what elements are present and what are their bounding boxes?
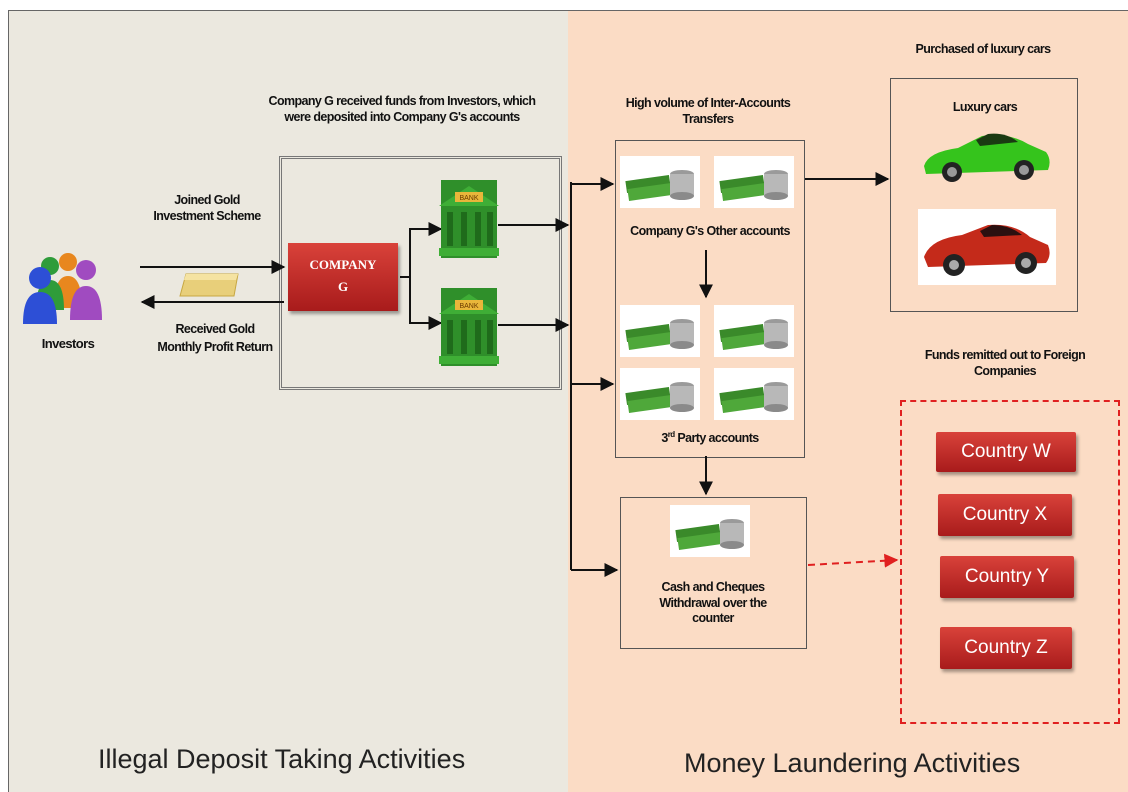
illegal-deposit-panel bbox=[8, 10, 569, 792]
country-x-box: Country X bbox=[938, 494, 1072, 536]
money-stack-icon bbox=[620, 156, 700, 208]
third-party-prefix: 3 bbox=[661, 431, 668, 446]
third-party-suffix: Party accounts bbox=[674, 431, 759, 446]
received-gold-label: Received Gold bbox=[175, 322, 255, 336]
luxury-cars-box bbox=[890, 78, 1078, 312]
country-w-box: Country W bbox=[936, 432, 1076, 472]
third-party-sup: rd bbox=[667, 430, 675, 439]
money-stack-icon bbox=[670, 505, 750, 557]
money-stack-icon bbox=[714, 368, 794, 420]
bank-building-icon: BANK bbox=[439, 288, 499, 366]
money-stack-icon bbox=[620, 305, 700, 357]
high-volume-label: High volume of Inter-Accounts Transfers bbox=[625, 96, 791, 126]
funds-remitted-label: Funds remitted out to Foreign Companies bbox=[924, 348, 1086, 378]
money-stack-icon bbox=[714, 156, 794, 208]
cash-cheques-box bbox=[620, 497, 807, 649]
company-g-note: Company G received funds from Investors,… bbox=[268, 94, 537, 124]
company-line1: COMPANY bbox=[309, 257, 377, 272]
arrow-company-to-bank-2 bbox=[409, 277, 443, 330]
third-party-label: 3rd Party accounts bbox=[620, 430, 800, 447]
investors-people-icon bbox=[23, 253, 102, 324]
company-g-box: COMPANY G bbox=[288, 243, 398, 311]
company-line2: G bbox=[337, 279, 349, 294]
monthly-profit-label: Monthly Profit Return bbox=[157, 340, 273, 354]
country-y-box: Country Y bbox=[940, 556, 1074, 598]
cash-cheques-label: Cash and Cheques Withdrawal over the cou… bbox=[659, 580, 767, 626]
inter-accounts-box bbox=[615, 140, 805, 458]
foreign-companies-box bbox=[900, 400, 1120, 724]
other-accounts-label: Company G's Other accounts bbox=[630, 224, 790, 238]
investors-label: Investors bbox=[41, 336, 95, 351]
svg-text:BANK: BANK bbox=[459, 195, 478, 202]
arrow-to-foreign-companies bbox=[807, 553, 899, 568]
money-stack-icon bbox=[714, 305, 794, 357]
joined-scheme-label: Joined Gold Investment Scheme bbox=[153, 193, 261, 223]
bank-building-icon: BANK bbox=[439, 180, 499, 258]
red-sports-car-icon bbox=[924, 224, 1050, 276]
red-car-frame bbox=[918, 209, 1056, 285]
country-z-box: Country Z bbox=[940, 627, 1072, 669]
money-laundering-title: Money Laundering Activities bbox=[684, 748, 1021, 778]
illegal-deposit-title: Illegal Deposit Taking Activities bbox=[98, 744, 466, 774]
arrow-company-to-bank-1 bbox=[400, 222, 443, 278]
luxury-cars-label: Luxury cars bbox=[952, 100, 1018, 114]
gold-bar-icon bbox=[179, 273, 239, 297]
money-stack-icon bbox=[620, 368, 700, 420]
green-sports-car-icon bbox=[924, 133, 1050, 182]
purchased-label: Purchased of luxury cars bbox=[915, 42, 1052, 56]
svg-text:BANK: BANK bbox=[459, 303, 478, 310]
